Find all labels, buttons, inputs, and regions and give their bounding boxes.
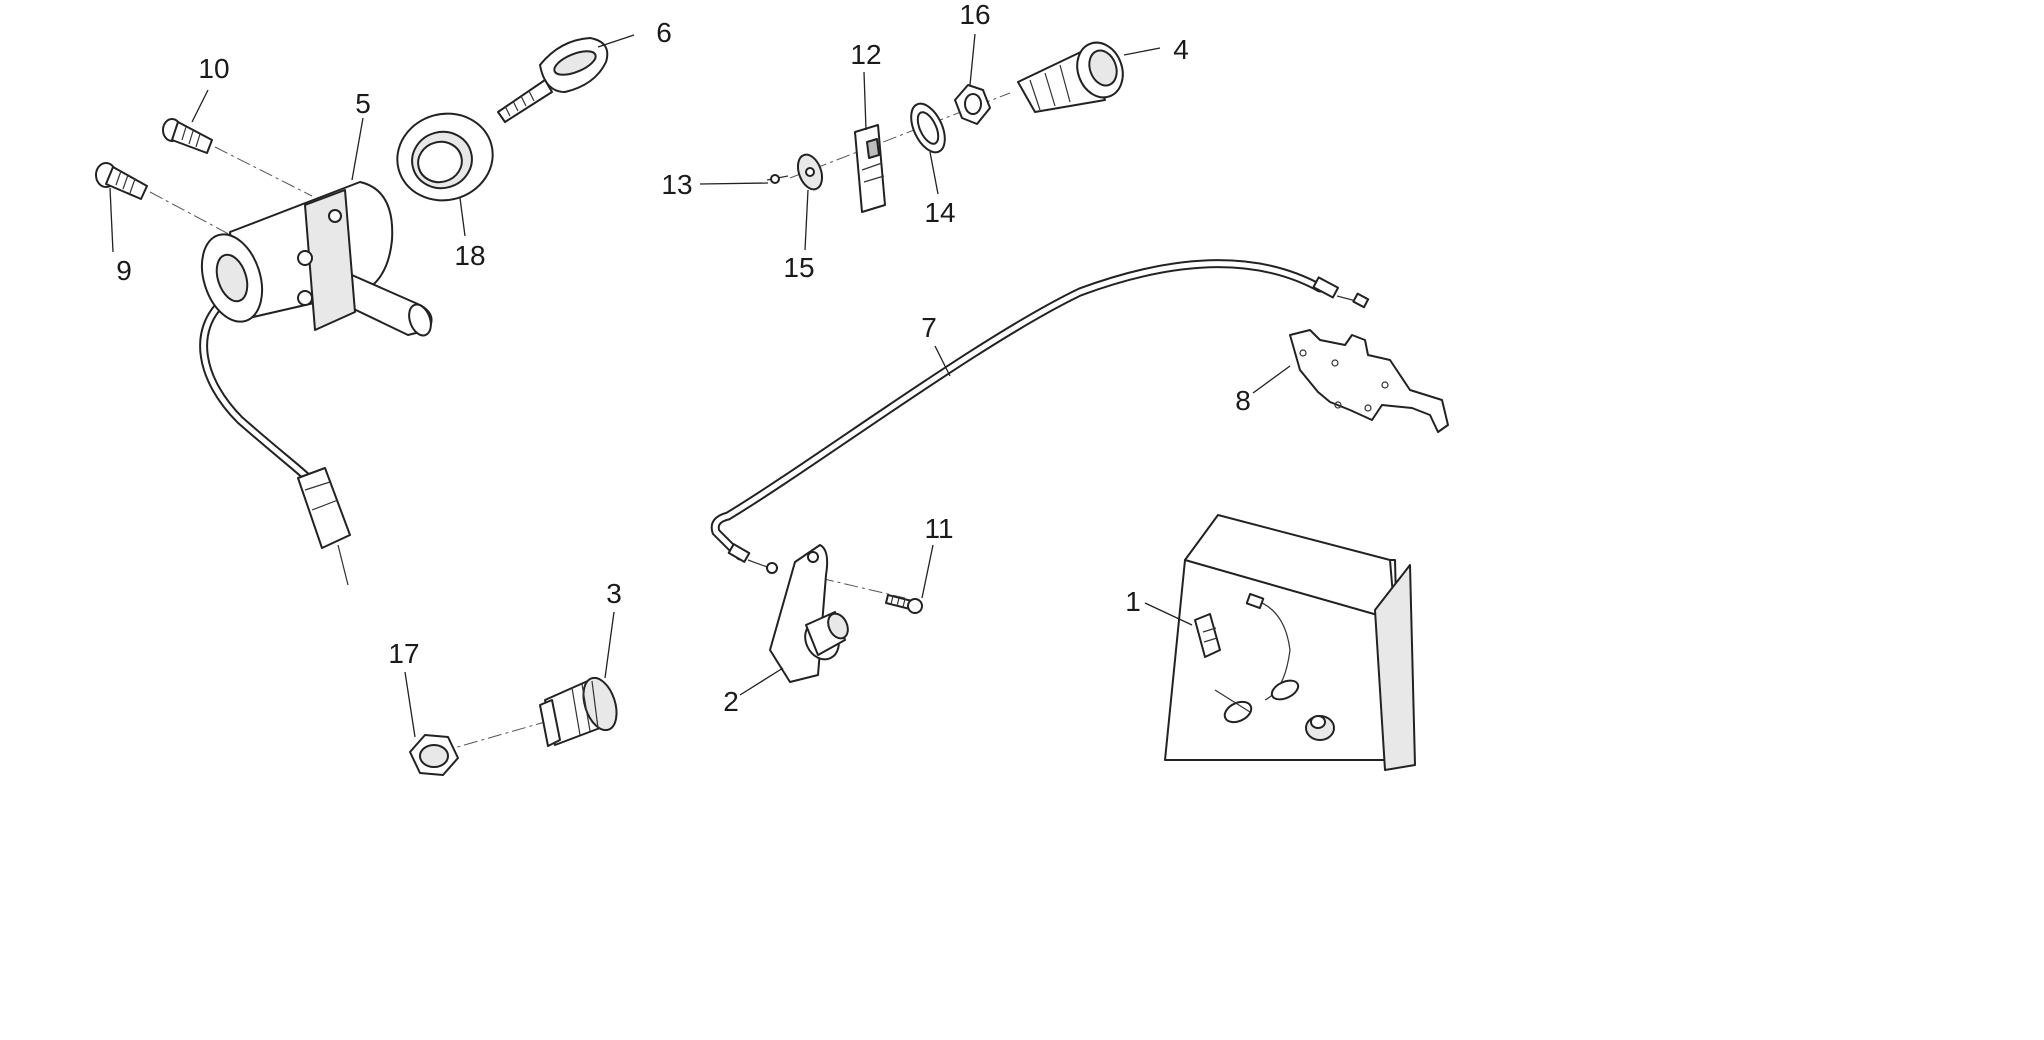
screw-part-11 — [885, 594, 923, 614]
part-label-3: 3 — [606, 578, 622, 609]
nut-part-17 — [409, 734, 459, 776]
part-label-8: 8 — [1235, 385, 1251, 416]
part-label-10: 10 — [198, 53, 229, 84]
part-label-12: 12 — [850, 39, 881, 70]
part-label-16: 16 — [959, 0, 990, 30]
screw-part-10 — [162, 118, 213, 154]
part-label-14: 14 — [924, 197, 955, 228]
exploded-parts-diagram: 1 2 3 4 5 6 7 8 9 10 11 12 13 14 15 16 1… — [95, 0, 1449, 776]
leader-lines — [109, 33, 1291, 738]
part-label-7: 7 — [921, 312, 937, 343]
part-label-13: 13 — [661, 169, 692, 200]
part-number-labels: 1 2 3 4 5 6 7 8 9 10 11 12 13 14 15 16 1… — [116, 0, 1251, 717]
seat-lock-assembly — [766, 41, 1124, 213]
kit-bag-part-1 — [1164, 514, 1416, 771]
assembly-axes — [149, 92, 1011, 753]
part-label-2: 2 — [723, 686, 739, 717]
ring-part-18 — [396, 112, 494, 202]
part-label-5: 5 — [355, 88, 371, 119]
part-label-9: 9 — [116, 255, 132, 286]
part-label-6: 6 — [656, 17, 672, 48]
cylinder-lock-part-3 — [539, 676, 618, 747]
lock-plate-part-2 — [769, 544, 849, 683]
part-label-15: 15 — [783, 252, 814, 283]
bracket-part-8 — [1289, 329, 1449, 433]
part-label-1: 1 — [1125, 586, 1141, 617]
part-label-18: 18 — [454, 240, 485, 271]
part-label-17: 17 — [388, 638, 419, 669]
key-part-6 — [497, 37, 609, 123]
part-label-11: 11 — [924, 513, 953, 544]
part-label-4: 4 — [1173, 34, 1189, 65]
ignition-switch-body — [199, 181, 433, 586]
release-cable-part-7 — [710, 259, 1370, 574]
screw-part-9 — [95, 162, 148, 200]
